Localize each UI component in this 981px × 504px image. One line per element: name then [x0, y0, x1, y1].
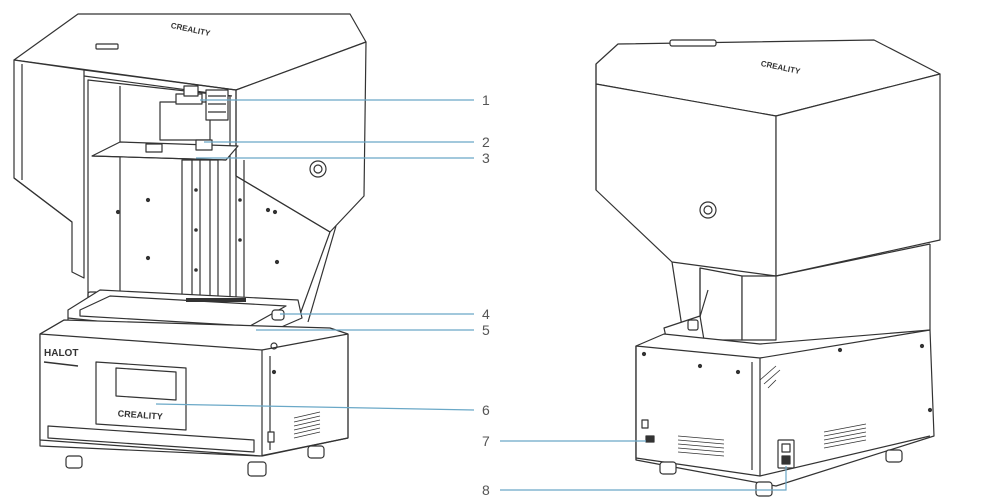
callout-8: 8 [482, 466, 787, 498]
callout-number: 2 [482, 134, 490, 150]
rear-vents [677, 365, 867, 457]
touchscreen-panel: CREALITY [95, 361, 187, 431]
callout-number: 6 [482, 402, 490, 418]
front-lid: CREALITY [13, 13, 367, 323]
halot-logo-text: HALOT [44, 348, 78, 359]
callout-number: 3 [482, 150, 490, 166]
front-base: CREALITY HALOT [39, 319, 349, 477]
callout-number: 1 [482, 92, 490, 108]
callout-3: 3 [196, 150, 490, 166]
callout-5: 5 [256, 322, 490, 338]
rear-base [635, 329, 935, 497]
callout-number: 7 [482, 433, 490, 449]
side-vents [293, 411, 321, 439]
build-platform-assembly [91, 85, 239, 161]
rear-lid: CREALITY [595, 39, 941, 341]
callout-number: 5 [482, 322, 490, 338]
callout-7: 7 [482, 433, 646, 449]
creality-logo-text: CREALITY [117, 408, 163, 421]
callout-4: 4 [280, 306, 490, 322]
rear-view-printer: CREALITY [595, 39, 941, 497]
callout-number: 4 [482, 306, 490, 322]
callout-number: 8 [482, 482, 490, 498]
z-axis-rail [181, 159, 245, 301]
callout-2: 2 [204, 134, 490, 150]
callout-6: 6 [155, 402, 490, 418]
callout-lines: 1 2 3 4 5 6 7 8 [155, 92, 787, 498]
front-view-printer: CREALITY [13, 13, 367, 477]
callout-1: 1 [200, 92, 490, 108]
